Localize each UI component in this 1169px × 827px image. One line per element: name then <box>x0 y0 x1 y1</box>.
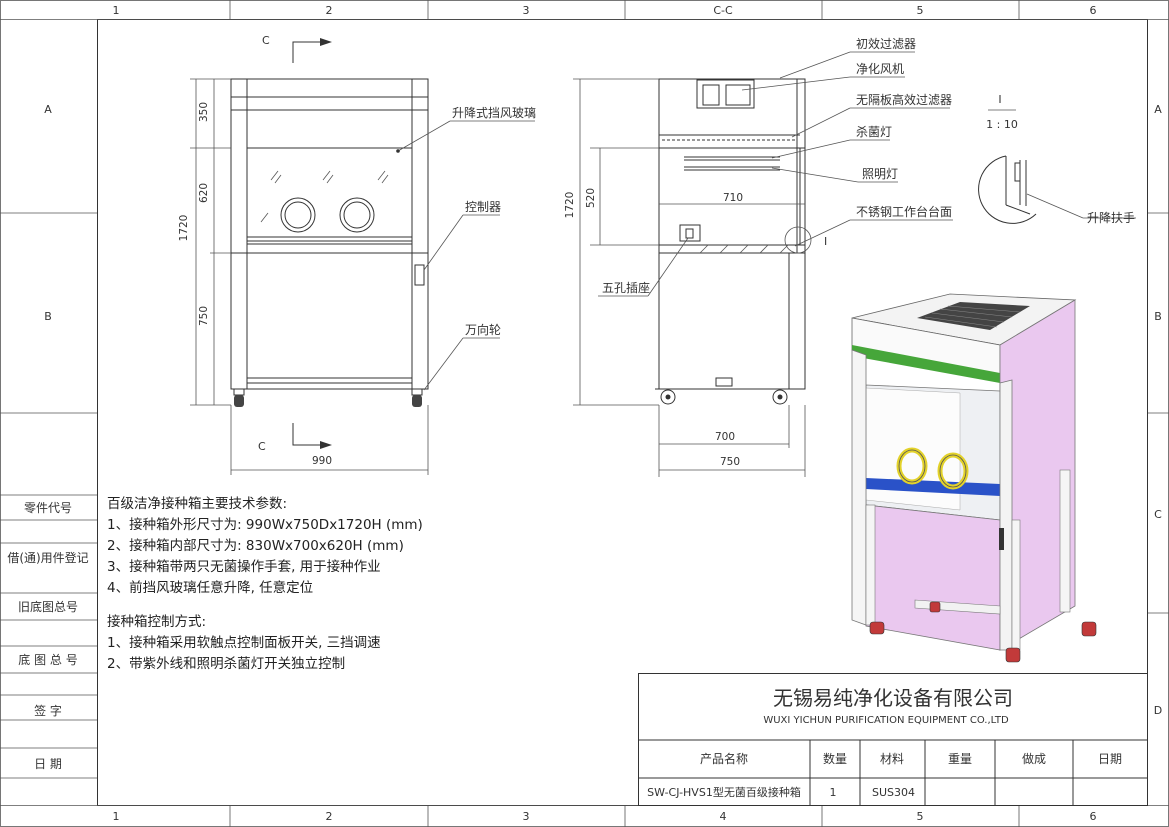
spec-line-2: 2、接种箱内部尺寸为: 830Wx700x620H (mm) <box>107 538 404 554</box>
col-label-3: 3 <box>523 4 530 17</box>
row-label-a-right: A <box>1154 103 1162 116</box>
col-label-section: C-C <box>713 4 733 17</box>
callout-table: 不锈钢工作台台面 <box>856 204 952 219</box>
tb-header-name: 产品名称 <box>700 751 748 766</box>
dim-side-mid: 520 <box>585 188 597 208</box>
dim-side-inner: 710 <box>723 192 743 204</box>
render-casters <box>869 601 1097 663</box>
section-arrow-bottom <box>292 423 320 446</box>
col-label-1: 1 <box>113 4 120 17</box>
stamp-sign: 签 字 <box>34 703 62 718</box>
dim-side-depth: 750 <box>720 456 740 468</box>
render-controller <box>999 528 1004 550</box>
tb-header-material: 材料 <box>880 752 904 766</box>
tb-header-maker: 做成 <box>1022 751 1046 766</box>
tb-material: SUS304 <box>872 786 915 799</box>
stamp-date: 日 期 <box>34 757 62 771</box>
callout-pre-filter: 初效过滤器 <box>856 36 916 51</box>
tb-header-weight: 重量 <box>948 752 972 766</box>
col-label-5-bottom: 5 <box>917 810 924 823</box>
front-outline <box>230 78 429 390</box>
green-band <box>852 345 1000 383</box>
title-block <box>638 673 1148 806</box>
col-label-3-bottom: 3 <box>523 810 530 823</box>
callout-uv-lamp: 杀菌灯 <box>856 124 892 139</box>
dim-front-mid: 620 <box>198 183 210 203</box>
row-label-d-right: D <box>1154 704 1162 717</box>
dim-side-base: 700 <box>715 431 735 443</box>
section-arrow-bottom-head <box>320 441 332 449</box>
left-stamp-table <box>0 494 97 779</box>
stamp-borrow-reg: 借(通)用件登记 <box>7 550 88 565</box>
callout-hepa: 无隔板高效过滤器 <box>856 92 952 107</box>
callout-glass: 升降式挡风玻璃 <box>452 106 536 120</box>
glove-port-right <box>339 197 375 233</box>
specs-title: 百级洁净接种箱主要技术参数: <box>107 496 288 512</box>
detail-tag: I <box>824 235 827 248</box>
row-label-b-right: B <box>1154 310 1162 323</box>
stamp-base-no: 底 图 总 号 <box>18 652 77 667</box>
tb-header-qty: 数量 <box>823 751 847 766</box>
callout-light: 照明灯 <box>862 167 898 181</box>
control-block: 接种箱控制方式: 1、接种箱采用软触点控制面板开关, 三挡调速 2、带紫外线和照… <box>107 612 381 675</box>
control-line-1: 1、接种箱采用软触点控制面板开关, 三挡调速 <box>107 635 381 651</box>
control-line-2: 2、带紫外线和照明杀菌灯开关独立控制 <box>107 656 346 672</box>
front-controller <box>414 264 425 286</box>
row-label-c-right: C <box>1154 508 1162 521</box>
stamp-old-no: 旧底图总号 <box>18 599 78 614</box>
section-arrow-top <box>292 41 320 63</box>
dim-front-top: 350 <box>198 102 210 122</box>
row-label-a: A <box>44 103 52 116</box>
tb-qty: 1 <box>830 786 837 799</box>
blue-band <box>866 478 1000 496</box>
dim-front-width: 990 <box>312 455 332 467</box>
section-c-top: C <box>262 34 270 47</box>
company-name-cn: 无锡易纯净化设备有限公司 <box>773 686 1013 710</box>
col-label-5: 5 <box>917 4 924 17</box>
detail-circle <box>784 226 812 254</box>
col-label-2: 2 <box>326 4 333 17</box>
tb-product-name: SW-CJ-HVS1型无菌百级接种箱 <box>647 785 801 799</box>
callout-fan: 净化风机 <box>856 62 904 76</box>
callout-controller: 控制器 <box>465 200 501 214</box>
detail-id: I <box>998 93 1001 106</box>
spec-line-3: 3、接种箱带两只无菌操作手套, 用于接种作业 <box>107 559 381 575</box>
dim-side-total: 1720 <box>564 192 576 219</box>
callout-lift-handle: 升降扶手 <box>1087 210 1135 225</box>
section-arrow-top-head <box>320 38 332 46</box>
col-label-4-bottom: 4 <box>720 810 727 823</box>
detail-view: I 1 : 10 升降扶手 <box>978 93 1136 225</box>
callout-wheel: 万向轮 <box>465 322 501 337</box>
row-label-b: B <box>44 310 52 323</box>
stamp-part-code: 零件代号 <box>24 501 72 515</box>
tb-header-date: 日期 <box>1098 752 1122 766</box>
side-casters <box>655 388 792 405</box>
section-c-bottom: C <box>258 440 266 453</box>
col-label-2-bottom: 2 <box>326 810 333 823</box>
socket-box <box>679 224 701 242</box>
col-label-1-bottom: 1 <box>113 810 120 823</box>
company-name-en: WUXI YICHUN PURIFICATION EQUIPMENT CO.,L… <box>763 715 1009 726</box>
detail-scale: 1 : 10 <box>986 118 1018 131</box>
dim-front-bottom: 750 <box>198 306 210 326</box>
col-label-6: 6 <box>1090 4 1097 17</box>
detail-arc <box>978 155 1037 224</box>
front-view: C C <box>178 34 536 475</box>
glove-port-left <box>280 197 316 233</box>
control-title: 接种箱控制方式: <box>107 614 207 630</box>
callout-socket: 五孔插座 <box>602 280 650 295</box>
fan-box <box>696 79 755 109</box>
cabinet-3d-render <box>851 293 1097 663</box>
front-casters <box>233 388 423 407</box>
spec-line-1: 1、接种箱外形尺寸为: 990Wx750Dx1720H (mm) <box>107 517 423 533</box>
dim-front-total: 1720 <box>178 215 190 242</box>
spec-line-4: 4、前挡风玻璃任意升降, 任意定位 <box>107 580 314 596</box>
col-label-6-bottom: 6 <box>1090 810 1097 823</box>
side-view: I 1720 520 710 700 750 <box>564 36 953 477</box>
side-outline <box>658 78 806 390</box>
specs-block: 百级洁净接种箱主要技术参数: 1、接种箱外形尺寸为: 990Wx750Dx172… <box>107 494 423 599</box>
